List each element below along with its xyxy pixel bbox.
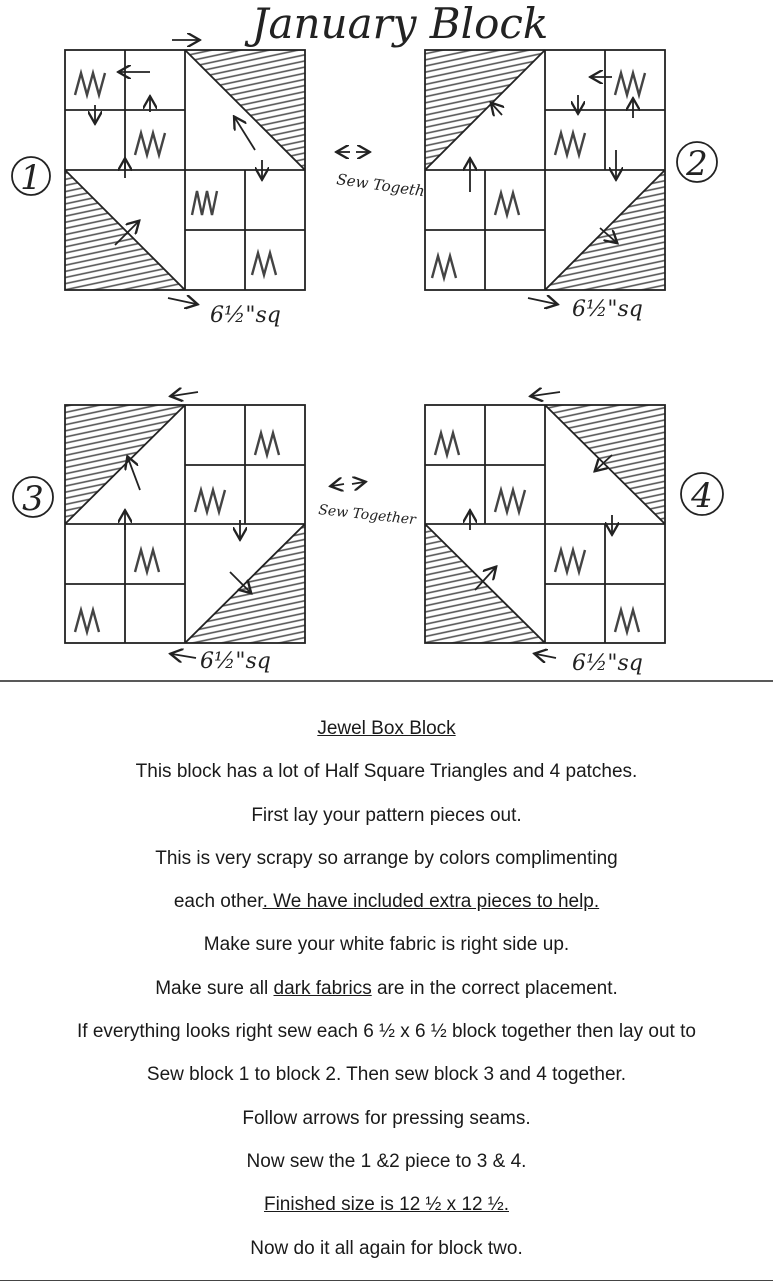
block-3-number-circle (12, 476, 54, 518)
bottom-divider (0, 1280, 773, 1281)
block-2-number: 2 (685, 144, 708, 184)
instruction-line: Now sew the 1 &2 piece to 3 & 4. (246, 1150, 527, 1172)
block-4-size-label: 6½"sq (572, 651, 643, 676)
block-3-size-label: 6½"sq (200, 649, 271, 674)
instructions-heading: Jewel Box Block (317, 718, 456, 739)
block-4-drawing (424, 392, 666, 658)
instruction-line: Make sure your white fabric is right sid… (203, 934, 570, 956)
instruction-text: are in the correct placement. (371, 977, 618, 999)
instruction-line: each other. We have included extra piece… (0, 880, 773, 923)
block-2-size-label: 6½"sq (572, 297, 643, 322)
block-1-drawing (64, 40, 306, 304)
block-diagrams: January Block (0, 0, 773, 682)
sew-together-note-bottom: Sew Together (318, 502, 418, 528)
block-2-number-circle (676, 141, 718, 183)
instruction-line: This block has a lot of Half Square Tria… (135, 761, 638, 783)
instruction-line: If everything looks right sew each 6 ½ x… (77, 1021, 696, 1043)
sew-arrow-right-icon (351, 482, 364, 484)
instruction-text: Make sure all (155, 977, 274, 999)
block-4-number-circle (680, 472, 724, 516)
instruction-line: Make sure all dark fabrics are in the co… (0, 967, 773, 1010)
block-4-number: 4 (690, 476, 713, 516)
instructions: Jewel Box Block This block has a lot of … (0, 707, 773, 1270)
instruction-underlined-text: . We have included extra pieces to help. (262, 891, 600, 913)
block-2-drawing (424, 49, 666, 304)
instruction-line: Now do it all again for block two. (250, 1237, 523, 1259)
block-3-number: 3 (22, 479, 44, 519)
instruction-line: First lay your pattern pieces out. (251, 804, 522, 826)
block-3-drawing (64, 392, 306, 658)
block-1-number-circle (11, 156, 51, 196)
instruction-line: Follow arrows for pressing seams. (242, 1107, 531, 1129)
block-1-size-label: 6½"sq (210, 303, 281, 328)
sew-together-note-top: Sew Togeth (335, 170, 425, 200)
instruction-line: This is very scrapy so arrange by colors… (155, 847, 618, 869)
block-1-number: 1 (20, 158, 42, 198)
instruction-line: Finished size is 12 ½ x 12 ½. (263, 1194, 509, 1216)
instruction-text: each other (173, 891, 263, 913)
page-title: January Block (244, 0, 549, 48)
instruction-underlined-text: dark fabrics (273, 977, 372, 999)
instruction-line: Sew block 1 to block 2. Then sew block 3… (146, 1064, 627, 1086)
sew-arrow-left-icon (332, 484, 345, 486)
